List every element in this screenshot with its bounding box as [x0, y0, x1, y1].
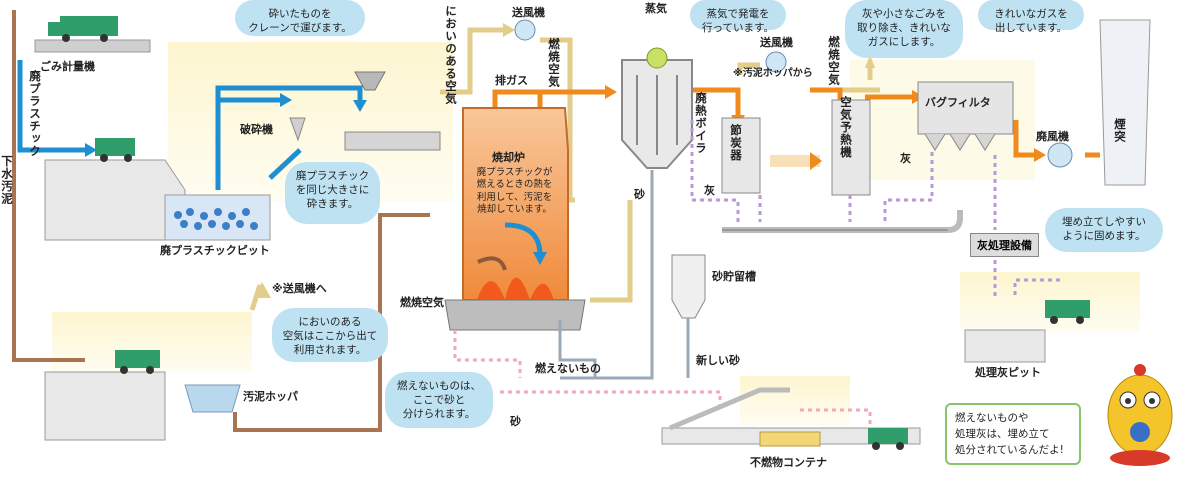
incinerator-base	[444, 299, 586, 331]
induced-fan-label: 廃風機	[1036, 130, 1069, 143]
noncombustible-dotted	[453, 330, 872, 424]
plastic-truck-ground	[44, 159, 186, 241]
truck-scale	[48, 16, 118, 42]
scale-platform	[34, 39, 151, 53]
bagfilter-label: バグフィルタ	[925, 96, 991, 109]
ash-pit-shape	[964, 329, 1046, 363]
furnace-note: 廃プラスチックが 燃えるときの熱を 利用して、汚泥を 焼却しています。	[476, 167, 553, 216]
tan-air-lines	[249, 27, 880, 311]
sewage-line	[12, 10, 430, 432]
sand-loop	[558, 170, 690, 380]
chimney-bubble: きれいなガスを 出しています。	[978, 0, 1084, 34]
landfill-bubble: 埋め立てしやすい ように固めます。	[1045, 208, 1163, 252]
hopper-top	[289, 117, 306, 142]
plastic-pellets	[174, 208, 258, 230]
truck-plastic	[95, 138, 135, 162]
sludge-hopper-label: 汚泥ホッパ	[243, 390, 298, 403]
sand-label: 砂	[634, 188, 645, 201]
new-sand-label: 新しい砂	[696, 354, 740, 367]
noncombustible-label: 燃えないもの	[535, 362, 601, 375]
chimney-body	[1099, 19, 1151, 186]
ash-pit-label: 処理灰ピット	[975, 366, 1041, 379]
mascot-note: 燃えないものや 処理灰は、埋め立て 処分されているんだよ!	[945, 403, 1081, 465]
combustion-air-top-label: 燃焼空気	[547, 38, 561, 88]
ash-conveyor	[722, 210, 963, 233]
generation-bubble: 蒸気で発電を 行っています。	[690, 0, 786, 34]
container-label: 不燃物コンテナ	[750, 456, 827, 469]
crusher-bubble: 廃プラスチック を同じ大きさに 砕きます。	[285, 162, 380, 224]
crane-bubble: 砕いたものを クレーンで運びます。	[235, 0, 365, 36]
plastic-pit	[164, 194, 271, 241]
container-building-bg	[740, 376, 850, 426]
incinerator-label: 焼却炉	[492, 151, 525, 164]
preheater-arrow-box	[770, 155, 820, 167]
combustion-air-bottom-label: 燃焼空気	[400, 296, 444, 309]
combustion-air-right-label: 燃焼空気	[827, 36, 841, 86]
sand-tank	[671, 254, 706, 319]
crusher-label: 破砕機	[240, 123, 273, 136]
blue-arrowheads	[85, 93, 367, 157]
ash-treatment-label: 灰処理設備	[970, 233, 1039, 257]
plastic-vertical-label: 廃プラスチック	[28, 70, 42, 158]
fan-top	[514, 19, 536, 41]
truck-ash	[1045, 300, 1090, 324]
smell-bubble: においのある 空気はここから出て 利用されます。	[272, 308, 388, 362]
blue-flows	[17, 60, 363, 190]
from-sludge-hopper-label: ※汚泥ホッパから	[733, 68, 813, 79]
furnace-arrow	[504, 222, 543, 256]
economizer-body	[721, 117, 761, 194]
tan-arrowheads	[253, 23, 875, 298]
truck-container	[868, 428, 908, 450]
steam-label: 蒸気	[645, 2, 667, 15]
ash-right-label: 灰	[900, 152, 911, 165]
sludge-hopper-shape	[184, 384, 241, 413]
smell-air-label: においのある空気	[444, 5, 458, 105]
crane-claw	[354, 71, 386, 91]
preheater-label: 空気予熱機	[839, 96, 853, 159]
exhaust-gas-label: 排ガス	[495, 74, 528, 87]
boiler-drum	[646, 47, 668, 69]
blower-right-label: 送風機	[760, 36, 793, 49]
mascot	[1107, 364, 1173, 466]
plastic-pit-label: 廃プラスチックピット	[160, 244, 270, 257]
sewage-vertical-label: 下水汚泥	[0, 155, 14, 205]
blower-top-label: 送風機	[512, 6, 545, 19]
ash-left-label: 灰	[704, 184, 715, 197]
to-blower-label: ※送風機へ	[272, 282, 327, 295]
fan-induced	[1047, 142, 1073, 168]
bagfilter-bubble: 灰や小さなごみを 取り除き、きれいな ガスにします。	[845, 0, 963, 58]
sand-bottom-label: 砂	[510, 415, 521, 428]
scale-label: ごみ計量機	[40, 60, 95, 73]
boiler-label: 廃熱ボイラ	[694, 92, 708, 155]
container-boxes	[759, 431, 821, 447]
truck-sludge	[115, 350, 160, 374]
sludge-ground	[44, 371, 166, 441]
container-conveyor	[669, 387, 790, 431]
chimney-label: 煙突	[1113, 118, 1127, 143]
preheater-body	[831, 99, 871, 196]
flame	[475, 277, 555, 305]
fan-right	[765, 51, 787, 73]
ash-flow-dotted	[690, 120, 1060, 300]
separation-bubble: 燃えないものは、 ここで砂と 分けられます。	[385, 372, 493, 428]
sand-tank-label: 砂貯留槽	[712, 270, 756, 283]
feeder-box	[344, 131, 441, 151]
economizer-label: 節炭器	[729, 124, 743, 162]
